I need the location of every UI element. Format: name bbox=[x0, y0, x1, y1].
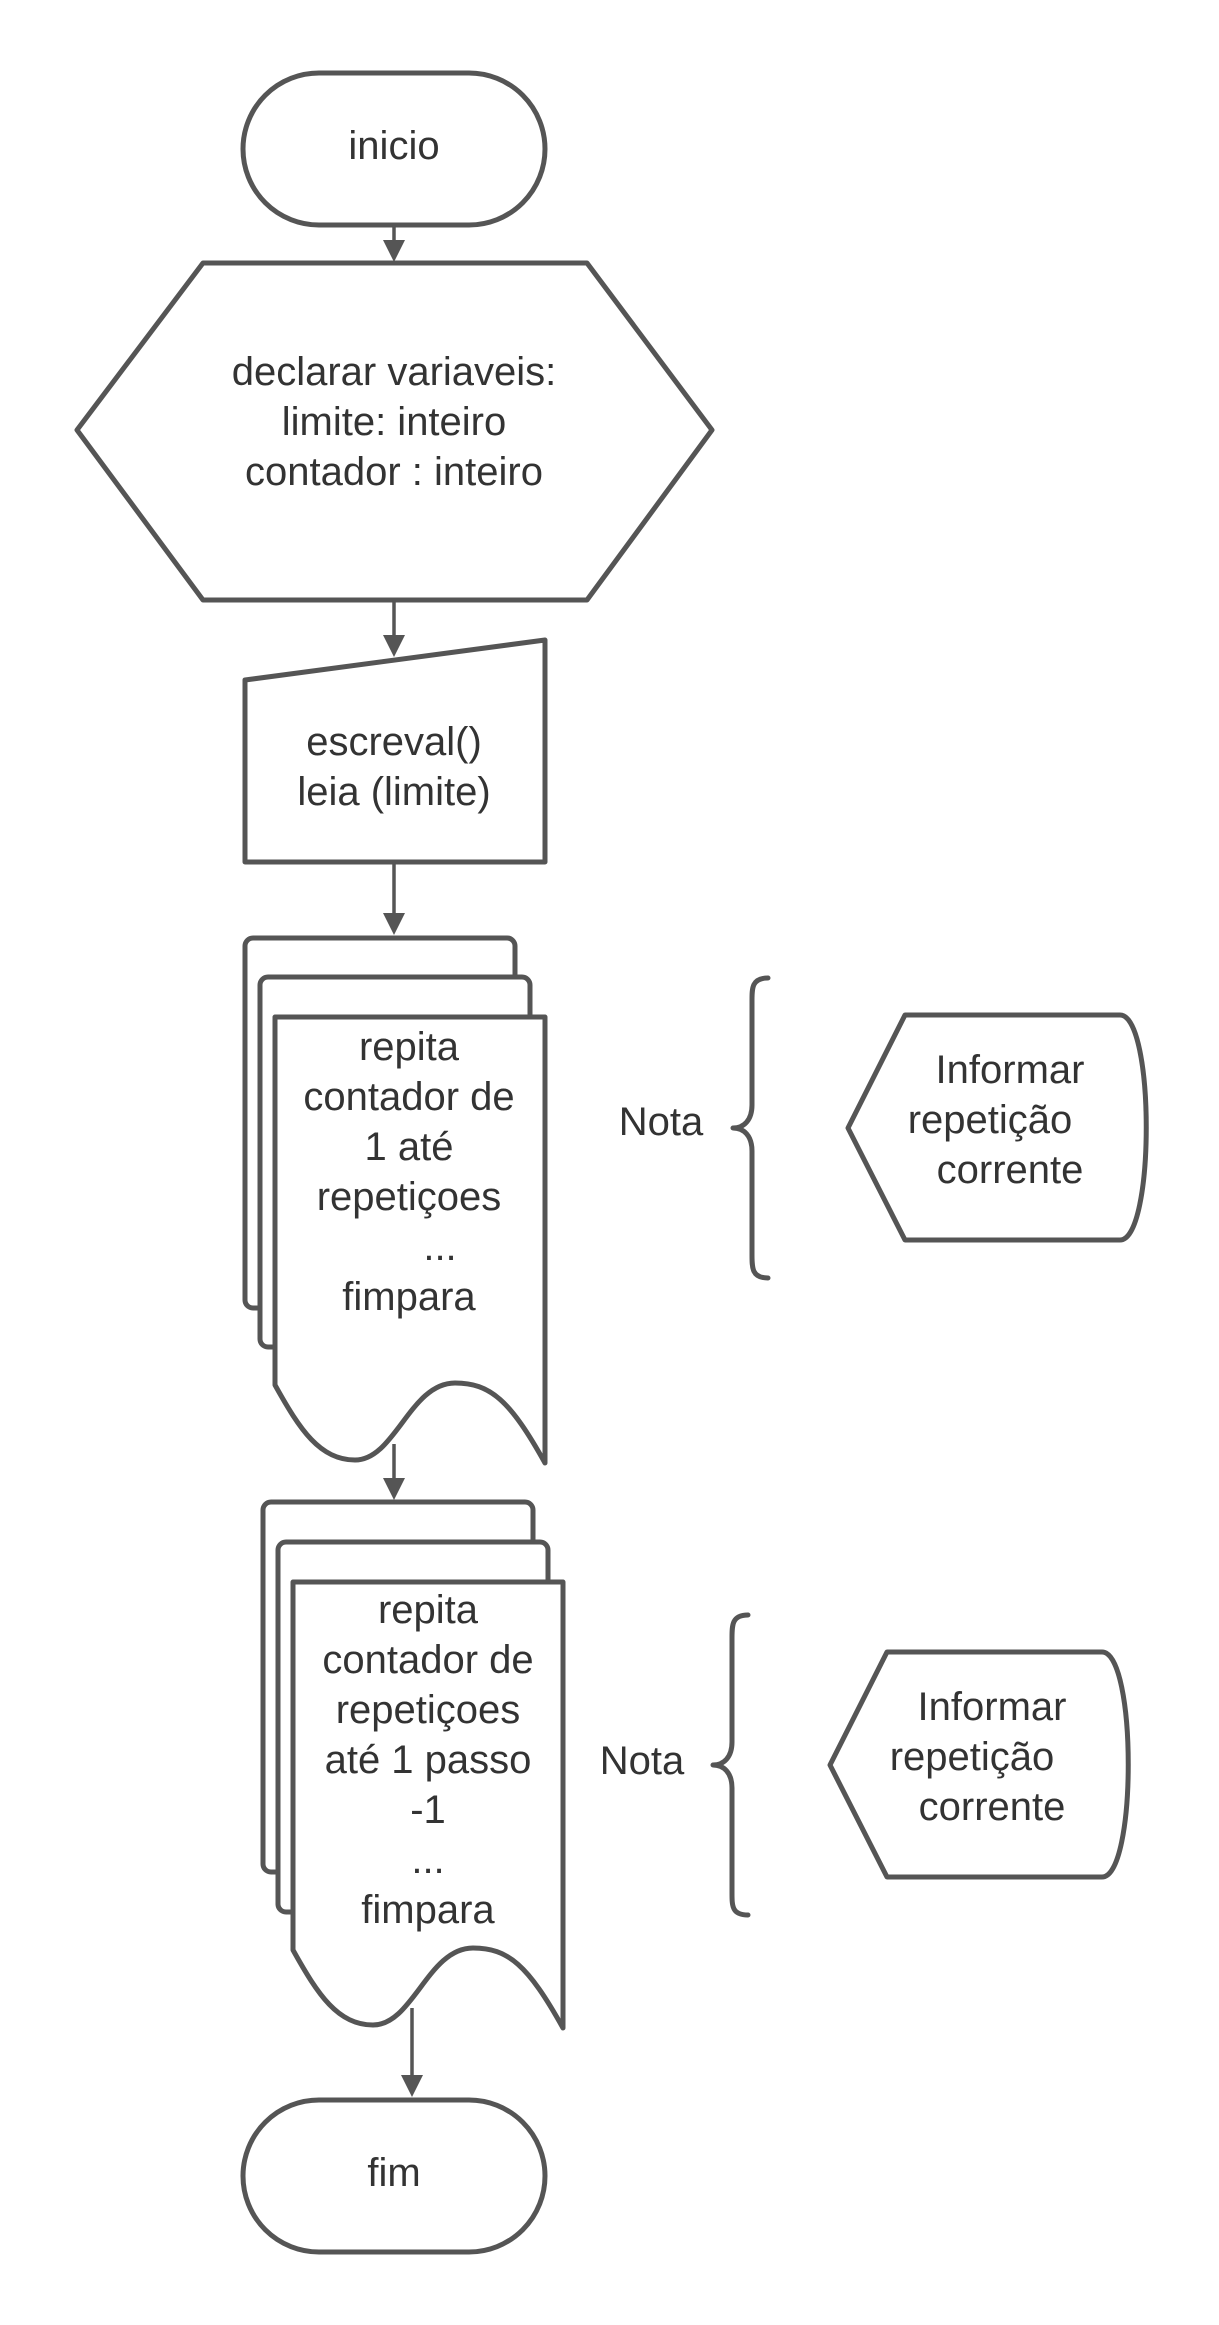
start-label: inicio bbox=[348, 124, 439, 168]
note1-display-shape: Informar repetição corrente bbox=[845, 1012, 1149, 1243]
input-manual-shape: escreval() leia (limite) bbox=[242, 637, 548, 865]
connector-input-loop1 bbox=[383, 862, 405, 935]
note2-label: Nota bbox=[600, 1739, 685, 1783]
loop2-line-5: -1 bbox=[410, 1788, 446, 1832]
note1-annotation: Nota bbox=[619, 975, 771, 1281]
loop1-line-6: fimpara bbox=[342, 1275, 476, 1319]
connector-loop2-end bbox=[401, 2008, 423, 2097]
connector-declare-input bbox=[383, 600, 405, 657]
note2-display-line-2: repetição bbox=[890, 1735, 1055, 1779]
input-line-2: leia (limite) bbox=[297, 770, 490, 814]
end-terminator: fim bbox=[240, 2097, 548, 2255]
loop1-line-2: contador de bbox=[303, 1075, 514, 1119]
loop2-line-1: repita bbox=[378, 1588, 479, 1632]
connector-start-declare bbox=[383, 225, 405, 262]
input-line-1: escreval() bbox=[306, 720, 482, 764]
note1-label: Nota bbox=[619, 1100, 704, 1144]
loop1-multidocument: repita contador de 1 até repetiçoes ... … bbox=[242, 935, 548, 1466]
declare-line-2: limite: inteiro bbox=[282, 400, 507, 444]
declare-variables-hexagon: declarar variaveis: limite: inteiro cont… bbox=[74, 260, 715, 603]
start-terminator: inicio bbox=[240, 70, 548, 228]
loop1-line-1: repita bbox=[359, 1025, 460, 1069]
note2-display-line-3: corrente bbox=[919, 1785, 1066, 1829]
note1-display-line-2: repetição bbox=[908, 1098, 1073, 1142]
loop1-line-4: repetiçoes bbox=[317, 1175, 502, 1219]
note2-display-line-1: Informar bbox=[918, 1685, 1067, 1729]
loop1-line-3: 1 até bbox=[365, 1125, 454, 1169]
loop2-line-7: fimpara bbox=[361, 1888, 495, 1932]
note2-display-shape: Informar repetição corrente bbox=[827, 1649, 1131, 1880]
note1-brace bbox=[730, 975, 771, 1281]
note1-display-line-1: Informar bbox=[936, 1048, 1085, 1092]
loop2-line-6: ... bbox=[411, 1838, 444, 1882]
note2-annotation: Nota bbox=[600, 1612, 751, 1918]
declare-line-1: declarar variaveis: bbox=[232, 350, 557, 394]
end-label: fim bbox=[367, 2151, 420, 2195]
declare-line-3: contador : inteiro bbox=[245, 450, 543, 494]
note2-brace bbox=[710, 1612, 751, 1918]
loop1-line-5: ... bbox=[423, 1225, 456, 1269]
loop2-multidocument: repita contador de repetiçoes até 1 pass… bbox=[260, 1499, 566, 2031]
connector-loop1-loop2 bbox=[383, 1444, 405, 1500]
note1-display-line-3: corrente bbox=[937, 1148, 1084, 1192]
loop2-line-2: contador de bbox=[322, 1638, 533, 1682]
loop2-line-3: repetiçoes bbox=[336, 1688, 521, 1732]
loop2-line-4: até 1 passo bbox=[325, 1738, 532, 1782]
